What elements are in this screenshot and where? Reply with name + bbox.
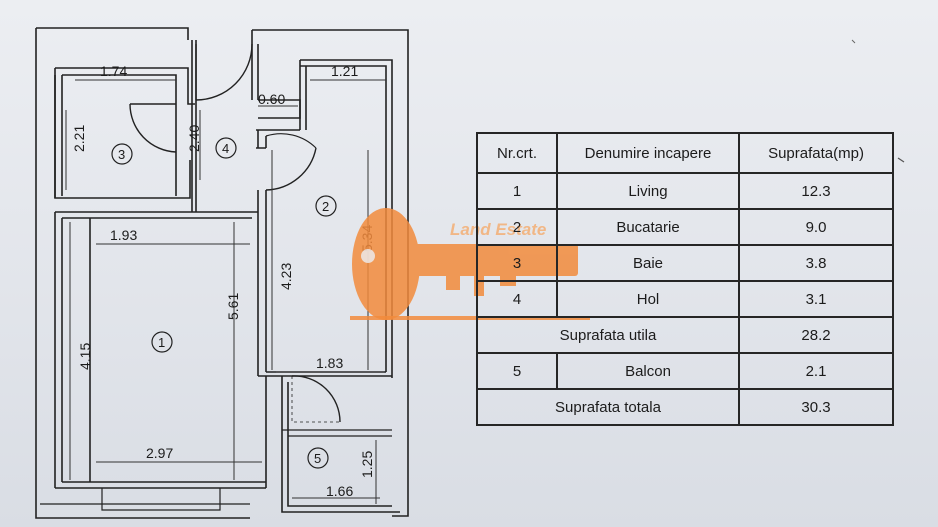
dim-kitchen-width: 1.21 xyxy=(331,63,358,79)
room-marker-5: 5 xyxy=(314,451,321,466)
dim-balcony-width: 1.66 xyxy=(326,483,353,499)
table-header-row: Nr.crt. Denumire incapere Suprafata(mp) xyxy=(476,132,894,174)
room-marker-1: 1 xyxy=(158,335,165,350)
useful-area-value: 28.2 xyxy=(738,316,894,354)
row-area: 3.8 xyxy=(738,244,894,282)
useful-area-row: Suprafata utila 28.2 xyxy=(476,316,894,354)
plan-walls xyxy=(35,27,409,519)
row-nr: 3 xyxy=(476,244,558,282)
row-name: Balcon xyxy=(556,352,740,390)
room-marker-3: 3 xyxy=(118,147,125,162)
dim-hall-opening: 0.60 xyxy=(258,91,285,107)
row-area: 9.0 xyxy=(738,208,894,246)
row-nr: 2 xyxy=(476,208,558,246)
row-area: 12.3 xyxy=(738,172,894,210)
dim-living-height-left: 4.15 xyxy=(77,343,93,370)
dim-living-height-right: 5.61 xyxy=(225,293,241,320)
table-row: 3 Baie 3.8 xyxy=(476,244,894,282)
door-swings xyxy=(129,43,341,423)
row-name: Living xyxy=(556,172,740,210)
room-marker-4: 4 xyxy=(222,141,229,156)
dim-living-width-bottom: 2.97 xyxy=(146,445,173,461)
row-area: 3.1 xyxy=(738,280,894,318)
row-name: Bucatarie xyxy=(556,208,740,246)
row-nr: 5 xyxy=(476,352,558,390)
room-marker-circles xyxy=(111,137,337,469)
header-room-name: Denumire incapere xyxy=(556,132,740,174)
row-area: 2.1 xyxy=(738,352,894,390)
dimension-lines xyxy=(65,79,386,504)
total-area-label: Suprafata totala xyxy=(476,388,740,426)
pencil-mark xyxy=(851,39,856,44)
dim-bath-height: 2.21 xyxy=(71,125,87,152)
area-table: Nr.crt. Denumire incapere Suprafata(mp) … xyxy=(476,132,894,426)
dim-kitchen-inner: 4.23 xyxy=(278,263,294,290)
header-nr: Nr.crt. xyxy=(476,132,558,174)
dim-bath-width: 1.74 xyxy=(100,63,127,79)
room-marker-2: 2 xyxy=(322,199,329,214)
row-nr: 1 xyxy=(476,172,558,210)
row-nr: 4 xyxy=(476,280,558,318)
table-row: 5 Balcon 2.1 xyxy=(476,352,894,390)
dim-balcony-height: 1.25 xyxy=(359,451,375,478)
row-name: Hol xyxy=(556,280,740,318)
row-name: Baie xyxy=(556,244,740,282)
total-area-row: Suprafata totala 30.3 xyxy=(476,388,894,426)
dim-kitchen-bottom: 1.83 xyxy=(316,355,343,371)
dim-living-width-top: 1.93 xyxy=(110,227,137,243)
dim-kitchen-height: 5.34 xyxy=(359,225,375,252)
pencil-mark xyxy=(897,157,905,163)
table-row: 4 Hol 3.1 xyxy=(476,280,894,318)
header-area: Suprafata(mp) xyxy=(738,132,894,174)
dim-bath-door: 2.40 xyxy=(186,125,202,152)
useful-area-label: Suprafata utila xyxy=(476,316,740,354)
table-row: 2 Bucatarie 9.0 xyxy=(476,208,894,246)
table-row: 1 Living 12.3 xyxy=(476,172,894,210)
total-area-value: 30.3 xyxy=(738,388,894,426)
